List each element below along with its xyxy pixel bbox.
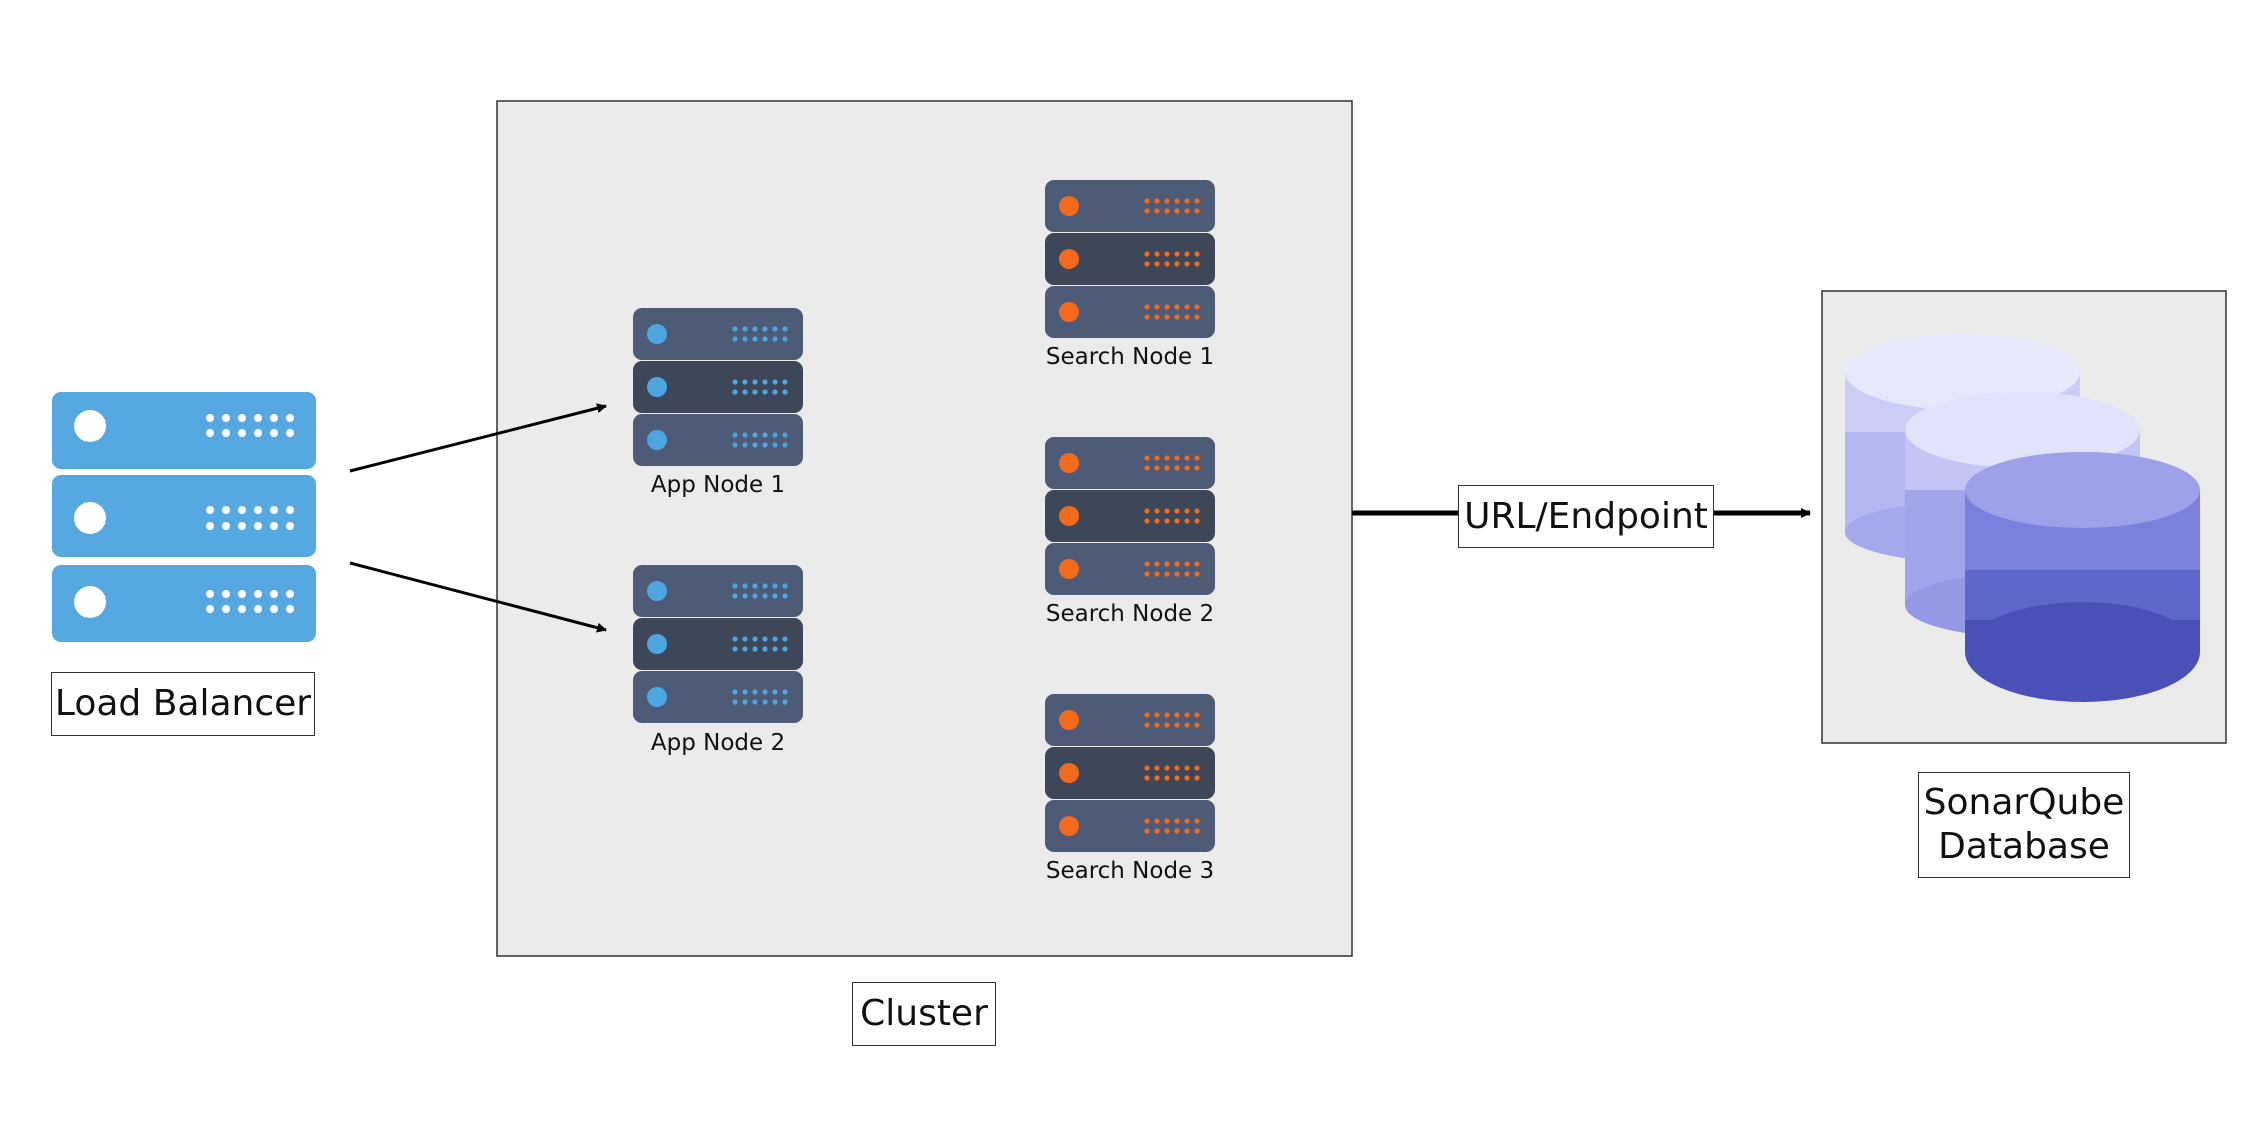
arrow-lb-to-app-node-1 [349, 403, 607, 473]
load-balancer-label: Load Balancer [51, 672, 315, 736]
search-node-3-label: Search Node 3 [1045, 858, 1215, 884]
load-balancer-icon [52, 392, 316, 642]
search-node-2-label: Search Node 2 [1045, 601, 1215, 627]
search-node-1-label: Search Node 1 [1045, 344, 1215, 370]
app-node-2-label: App Node 2 [650, 730, 786, 756]
search-node-1-server-icon [1045, 180, 1215, 338]
search-node-3-server-icon [1045, 694, 1215, 852]
database-label: SonarQube Database [1918, 772, 2130, 878]
url-endpoint-label: URL/Endpoint [1458, 485, 1714, 548]
database-icon [1845, 334, 2200, 702]
app-node-1-label: App Node 1 [650, 472, 786, 498]
cluster-label: Cluster [852, 982, 996, 1046]
search-node-2-server-icon [1045, 437, 1215, 595]
arrow-lb-to-app-node-2 [349, 561, 607, 633]
app-node-1-server-icon [633, 308, 803, 466]
cluster-box [496, 100, 1353, 957]
app-node-2-server-icon [633, 565, 803, 723]
